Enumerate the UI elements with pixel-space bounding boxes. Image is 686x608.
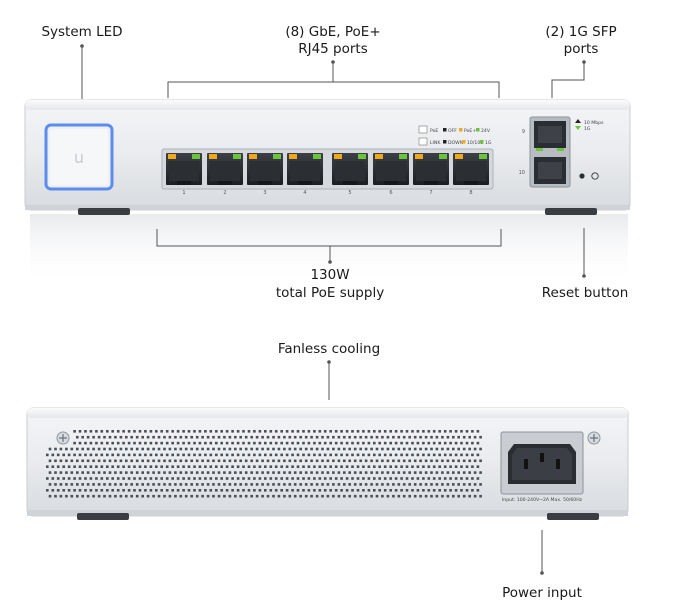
label-fanless: Fanless cooling	[278, 341, 380, 357]
power-rating-text: Input: 100-240V~2A Max. 50/60Hz	[502, 497, 583, 503]
legend-off: OFF	[448, 128, 457, 134]
back-bottom-edge	[27, 510, 628, 516]
label-rj45-line2: RJ45 ports	[298, 41, 368, 57]
front-bottom-edge	[25, 205, 630, 210]
reset-icon	[591, 172, 599, 180]
front-foot-right	[545, 208, 597, 215]
led-legend: PoE OFF PoE+ 24V LINK DOWN 10/100 1G	[418, 125, 492, 146]
label-sfp-line1: (2) 1G SFP	[545, 24, 616, 40]
legend-1g: 1G	[485, 140, 492, 146]
port-4-led-right	[313, 154, 321, 159]
rj45-port-5[interactable]	[332, 153, 368, 185]
power-pin-right-icon	[556, 459, 560, 469]
front-foot-left	[78, 208, 130, 215]
power-pin-left-icon	[524, 459, 528, 469]
back-foot-right	[547, 513, 599, 520]
sfp-led-10	[557, 148, 564, 151]
port-number-7: 7	[429, 190, 432, 196]
port-number-8: 8	[469, 190, 472, 196]
ubiquiti-logo-icon: u	[74, 148, 84, 167]
rj45-port-4[interactable]	[287, 153, 323, 185]
port-number-6: 6	[389, 190, 392, 196]
port-5-led-left	[334, 154, 342, 159]
sfp-led-9	[536, 148, 543, 151]
port-1-led-left	[168, 154, 176, 159]
port-number-2: 2	[223, 190, 226, 196]
port-8-led-right	[479, 154, 487, 159]
reset-button[interactable]	[579, 172, 599, 180]
port-6-led-right	[399, 154, 407, 159]
rj45-port-6[interactable]	[373, 153, 409, 185]
screw-right-icon	[587, 431, 601, 445]
port-number-1: 1	[182, 190, 185, 196]
port-2-led-right	[233, 154, 241, 159]
label-sfp-line2: ports	[564, 41, 599, 57]
ventilation-grille	[46, 430, 482, 498]
label-power: Power input	[502, 585, 582, 601]
screw-left-icon	[56, 431, 70, 445]
label-system-led: System LED	[41, 24, 122, 40]
power-pin-center-icon	[540, 453, 544, 462]
port-3-led-right	[273, 154, 281, 159]
port-7-led-left	[415, 154, 423, 159]
port-1-led-right	[192, 154, 200, 159]
legend-poe: PoE	[430, 128, 438, 134]
back-foot-left	[77, 513, 129, 520]
port-number-5: 5	[348, 190, 351, 196]
port-number-3: 3	[263, 190, 266, 196]
sfp-legend-row1: 10 Mbps	[584, 120, 604, 126]
port-number-4: 4	[303, 190, 306, 196]
back-callouts: Fanless cooling Power input	[278, 341, 582, 601]
system-led: u	[44, 123, 114, 191]
sfp-number-9: 9	[522, 129, 525, 135]
legend-10-100: 10/100	[467, 140, 483, 146]
legend-24v: 24V	[481, 128, 491, 134]
port-2-led-left	[209, 154, 217, 159]
port-3-led-left	[249, 154, 257, 159]
legend-down: DOWN	[448, 140, 463, 146]
front-view: u 1 2 3 4 5 6 7 8 PoE OFF PoE+ 24V LINK DOWN 10…	[24, 99, 631, 286]
front-callouts: System LED (8) GbE, PoE+ RJ45 ports (2) …	[41, 24, 628, 301]
rj45-port-7[interactable]	[413, 153, 449, 185]
legend-poe-plus: PoE+	[464, 128, 476, 134]
sfp-port-block: 9 10 10 Mbps 1G	[519, 116, 604, 188]
label-rj45-line1: (8) GbE, PoE+	[285, 24, 380, 40]
sfp-number-10: 10	[519, 170, 525, 176]
rj45-port-2[interactable]	[207, 153, 243, 185]
port-7-led-right	[439, 154, 447, 159]
front-reflection	[30, 214, 628, 286]
legend-link: LINK	[430, 140, 441, 146]
sfp-legend-row2: 1G	[584, 126, 591, 132]
label-poe-line2: total PoE supply	[276, 285, 384, 301]
rj45-port-block: 1 2 3 4 5 6 7 8	[161, 148, 494, 196]
rj45-port-8[interactable]	[453, 153, 489, 185]
front-top-edge	[25, 100, 630, 110]
label-reset: Reset button	[542, 285, 629, 301]
power-inlet[interactable]: Input: 100-240V~2A Max. 50/60Hz	[500, 431, 584, 503]
back-top-edge	[27, 408, 628, 418]
port-4-led-left	[289, 154, 297, 159]
rj45-port-3[interactable]	[247, 153, 283, 185]
back-view: Input: 100-240V~2A Max. 50/60Hz	[26, 407, 629, 520]
port-8-led-left	[455, 154, 463, 159]
port-6-led-left	[375, 154, 383, 159]
rj45-port-1[interactable]	[166, 153, 202, 185]
label-poe-line1: 130W	[310, 267, 349, 283]
port-5-led-right	[358, 154, 366, 159]
